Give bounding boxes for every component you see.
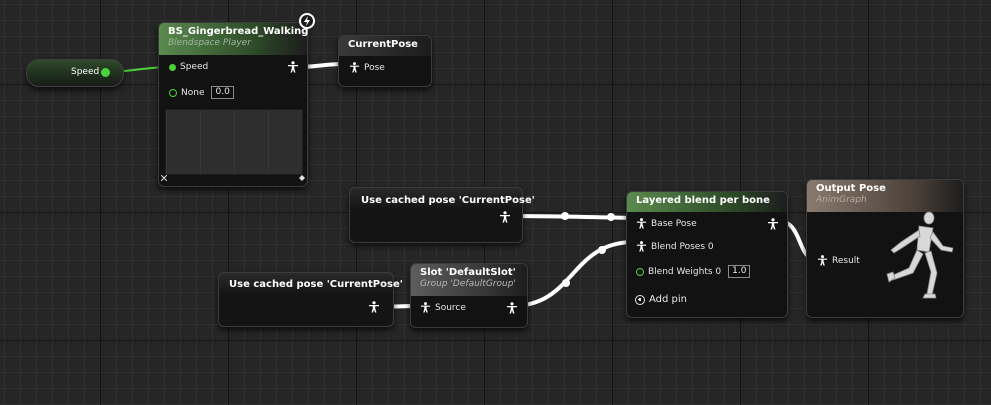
wire-knot-4 xyxy=(598,246,606,254)
layered-blend-per-bone-node[interactable]: Layered blend per bone Base Pose Blend P… xyxy=(626,191,788,318)
layered-blend-base-pose-pin[interactable]: Base Pose xyxy=(636,218,697,229)
pose-pin-icon[interactable] xyxy=(287,61,299,73)
slot-node-header: Slot 'DefaultSlot' Group 'DefaultGroup' xyxy=(411,264,527,296)
pose-pin-icon xyxy=(420,302,431,313)
blend-poses-label: Blend Poses 0 xyxy=(651,241,714,252)
output-pose-result-label: Result xyxy=(832,255,860,266)
blendspace-player-node[interactable]: BS_Gingerbread_Walking Blendspace Player… xyxy=(158,22,308,187)
slot-node-subtitle: Group 'DefaultGroup' xyxy=(420,279,516,289)
blendspace-none-pin[interactable]: None 0.0 xyxy=(169,86,234,99)
slot-source-label: Source xyxy=(435,302,466,313)
pose-pin-icon xyxy=(817,255,828,266)
pose-pin-icon[interactable] xyxy=(499,211,511,223)
float-pin-icon xyxy=(169,88,177,97)
speed-output-pin-icon[interactable] xyxy=(101,68,110,77)
wire-knot-2 xyxy=(607,213,615,221)
float-pin-icon xyxy=(169,63,176,71)
cached-pose-top-title: Use cached pose 'CurrentPose' xyxy=(361,195,535,206)
output-pose-node-subtitle: AnimGraph xyxy=(816,195,867,205)
wire-knot-3 xyxy=(562,279,570,287)
blendspace-node-title: BS_Gingerbread_Walking xyxy=(168,26,309,37)
output-pose-result-pin[interactable]: Result xyxy=(817,255,860,266)
layered-blend-blend-poses-pin[interactable]: Blend Poses 0 xyxy=(636,241,714,252)
blendspace-node-subtitle: Blendspace Player xyxy=(168,38,251,48)
base-pose-label: Base Pose xyxy=(651,218,697,229)
pose-pin-icon xyxy=(636,241,647,252)
cached-pose-node-bottom[interactable]: Use cached pose 'CurrentPose' xyxy=(218,272,403,327)
blendspace-preview-plot xyxy=(165,109,303,175)
current-pose-input-pin[interactable]: Pose xyxy=(349,62,385,73)
output-pose-node-header: Output Pose AnimGraph xyxy=(807,180,963,212)
blendspace-sample-marker-icon xyxy=(299,175,305,181)
add-pin-icon xyxy=(635,294,645,305)
wire-knot-1 xyxy=(561,212,569,220)
wire-slot-to-blendposes xyxy=(511,240,635,308)
pose-pin-icon[interactable] xyxy=(767,218,779,230)
cached-pose-node-top[interactable]: Use cached pose 'CurrentPose' xyxy=(349,187,535,243)
add-pin-button[interactable]: Add pin xyxy=(635,294,687,305)
pose-pin-icon[interactable] xyxy=(368,301,380,313)
layered-blend-blend-weights-pin[interactable]: Blend Weights 0 1.0 xyxy=(636,265,751,278)
pose-pin-icon[interactable] xyxy=(506,302,518,314)
float-pin-icon xyxy=(636,267,644,276)
blendspace-speed-label: Speed xyxy=(180,62,209,72)
pose-pin-icon xyxy=(349,62,360,73)
pose-pin-icon xyxy=(636,218,647,229)
layered-blend-node-title: Layered blend per bone xyxy=(627,192,787,212)
blendspace-none-value[interactable]: 0.0 xyxy=(211,86,234,99)
slot-source-pin[interactable]: Source xyxy=(420,302,466,313)
mannequin-icon xyxy=(886,211,954,299)
blendspace-sample-marker-icon xyxy=(161,175,167,181)
output-pose-node[interactable]: Output Pose AnimGraph Result xyxy=(806,179,964,318)
cached-pose-bottom-title: Use cached pose 'CurrentPose' xyxy=(229,279,403,290)
add-pin-label: Add pin xyxy=(649,294,688,305)
blend-weights-label: Blend Weights 0 xyxy=(648,266,722,277)
lightning-icon xyxy=(299,13,315,29)
output-pose-node-title: Output Pose xyxy=(816,183,886,194)
current-pose-node[interactable]: CurrentPose Pose xyxy=(338,35,432,87)
wire-cached-to-basepose xyxy=(505,214,635,220)
slot-node-title: Slot 'DefaultSlot' xyxy=(420,267,516,278)
speed-variable-label: Speed xyxy=(71,67,100,77)
blendspace-none-label: None xyxy=(181,87,205,98)
blendspace-speed-pin[interactable]: Speed xyxy=(169,62,208,72)
current-pose-pin-label: Pose xyxy=(364,62,385,73)
slot-default-slot-node[interactable]: Slot 'DefaultSlot' Group 'DefaultGroup' … xyxy=(410,263,528,328)
blend-weights-value[interactable]: 1.0 xyxy=(728,265,751,278)
speed-variable-node[interactable]: Speed xyxy=(26,59,124,87)
current-pose-node-title: CurrentPose xyxy=(339,36,431,56)
blendspace-node-header: BS_Gingerbread_Walking Blendspace Player xyxy=(159,23,309,55)
